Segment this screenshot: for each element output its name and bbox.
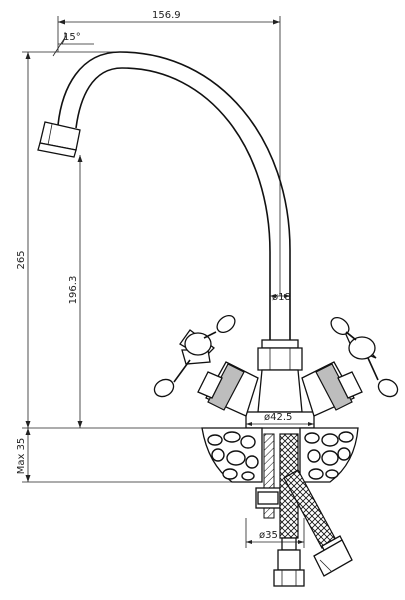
dimension-spout-angle: 15° xyxy=(52,31,94,57)
body-diameter-label: ø42.5 xyxy=(264,412,292,423)
dimension-spout-diameter: ø18 xyxy=(270,292,291,303)
outlet-height-label: 196.3 xyxy=(68,276,79,305)
spout-diameter-label: ø18 xyxy=(272,292,291,303)
dimension-shank-diameter: ø35 xyxy=(245,518,305,548)
dimension-outlet-height: 196.3 xyxy=(68,155,83,428)
left-handle xyxy=(153,314,259,417)
dimension-body-diameter: ø42.5 xyxy=(246,412,314,426)
dimension-spout-reach: 156.9 xyxy=(57,10,281,296)
countertop xyxy=(201,427,359,483)
spout xyxy=(37,51,291,345)
right-handle xyxy=(301,316,399,417)
dimension-total-height: 265 xyxy=(16,51,120,428)
total-height-label: 265 xyxy=(16,250,27,269)
mounting-assembly xyxy=(255,433,353,587)
max-countertop-label: Max 35 xyxy=(16,438,27,475)
spout-angle-label: 15° xyxy=(63,32,81,43)
shank-diameter-label: ø35 xyxy=(259,530,278,541)
spout-reach-label: 156.9 xyxy=(152,10,181,21)
